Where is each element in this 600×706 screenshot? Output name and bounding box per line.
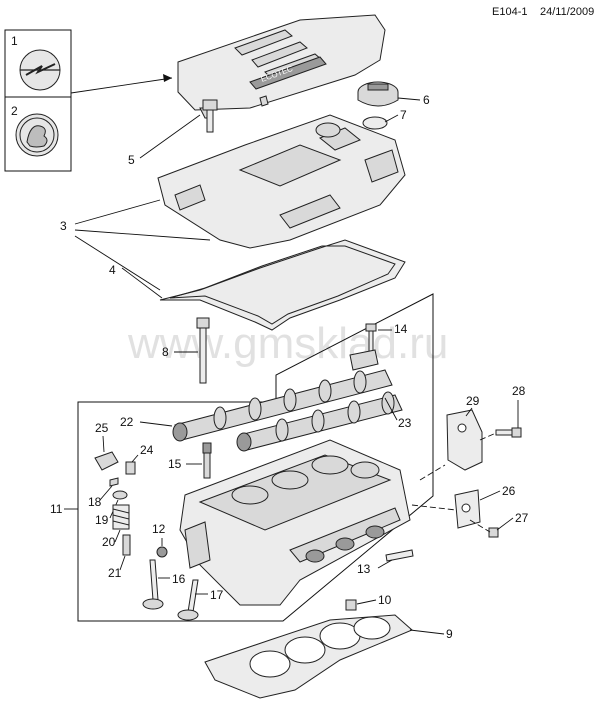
label-4: 4 — [109, 263, 116, 277]
label-7: 7 — [400, 108, 407, 122]
oil-filler-cap — [357, 81, 399, 107]
label-5: 5 — [128, 153, 135, 167]
leader-1 — [70, 77, 173, 94]
hydraulic-tappet-support — [94, 451, 119, 471]
camshaft-cover — [157, 114, 406, 249]
label-23: 23 — [398, 416, 412, 430]
rear-bracket-bolt — [488, 527, 499, 538]
lifting-bracket-bolt — [495, 427, 522, 438]
filler-cap-seal-ring — [362, 116, 388, 130]
label-14: 14 — [394, 322, 408, 336]
engine-lifting-bracket — [446, 409, 483, 471]
opel-logo-icon — [19, 49, 61, 91]
rear-lifting-bracket — [454, 489, 481, 529]
cylinder-head-gasket — [204, 614, 413, 699]
cam-cover-bolt — [202, 99, 218, 133]
valve-spring — [112, 504, 130, 530]
diagram-date: 24/11/2009 — [540, 6, 594, 18]
label-16: 16 — [172, 572, 186, 586]
label-21: 21 — [108, 566, 122, 580]
label-29: 29 — [466, 394, 480, 408]
label-15: 15 — [168, 457, 182, 471]
hydraulic-tappet — [125, 461, 136, 475]
label-22: 22 — [120, 415, 134, 429]
cylinder-head-assembly-frame — [77, 293, 434, 622]
label-3: 3 — [60, 219, 67, 233]
variant-box-vauxhall — [4, 96, 72, 172]
vauxhall-griffin-logo-icon — [15, 113, 59, 157]
exhaust-manifold-stud — [385, 549, 414, 562]
label-18: 18 — [88, 495, 102, 509]
label-8: 8 — [162, 345, 169, 359]
camshaft-bearing-cap — [349, 349, 379, 371]
label-26: 26 — [502, 484, 516, 498]
camshaft-cover-gasket — [159, 239, 406, 331]
exhaust-valve — [177, 579, 199, 621]
label-6: 6 — [423, 93, 430, 107]
engine-cover: ECOTEC — [177, 14, 386, 119]
valve-spring-retainer — [112, 490, 128, 500]
intake-valve — [142, 559, 164, 610]
cylinder-head-bolt — [196, 317, 210, 384]
watermark: www.gmsklad.ru — [127, 319, 448, 368]
label-11: 11 — [50, 502, 63, 516]
label-13: 13 — [357, 562, 371, 576]
label-24: 24 — [140, 443, 154, 457]
valve-collet — [109, 477, 119, 487]
label-17: 17 — [210, 588, 224, 602]
label-25: 25 — [95, 421, 109, 435]
head-sealing-plug — [156, 546, 168, 558]
label-20: 20 — [102, 535, 116, 549]
label-1: 1 — [11, 34, 18, 48]
label-9: 9 — [446, 627, 453, 641]
label-28: 28 — [512, 384, 526, 398]
intake-camshaft — [172, 369, 393, 442]
label-2: 2 — [11, 104, 18, 118]
exhaust-camshaft — [236, 391, 403, 452]
label-19: 19 — [95, 513, 109, 527]
diagram-code: E104-1 — [492, 6, 527, 18]
spark-plug — [202, 442, 212, 479]
sealing-plug-10 — [345, 599, 357, 611]
logo-variant-boxes: 1 2 — [4, 29, 173, 172]
label-27: 27 — [515, 511, 529, 525]
label-12: 12 — [152, 522, 166, 536]
cylinder-head — [179, 439, 411, 606]
label-10: 10 — [378, 593, 392, 607]
valve-stem-seal — [122, 534, 131, 556]
